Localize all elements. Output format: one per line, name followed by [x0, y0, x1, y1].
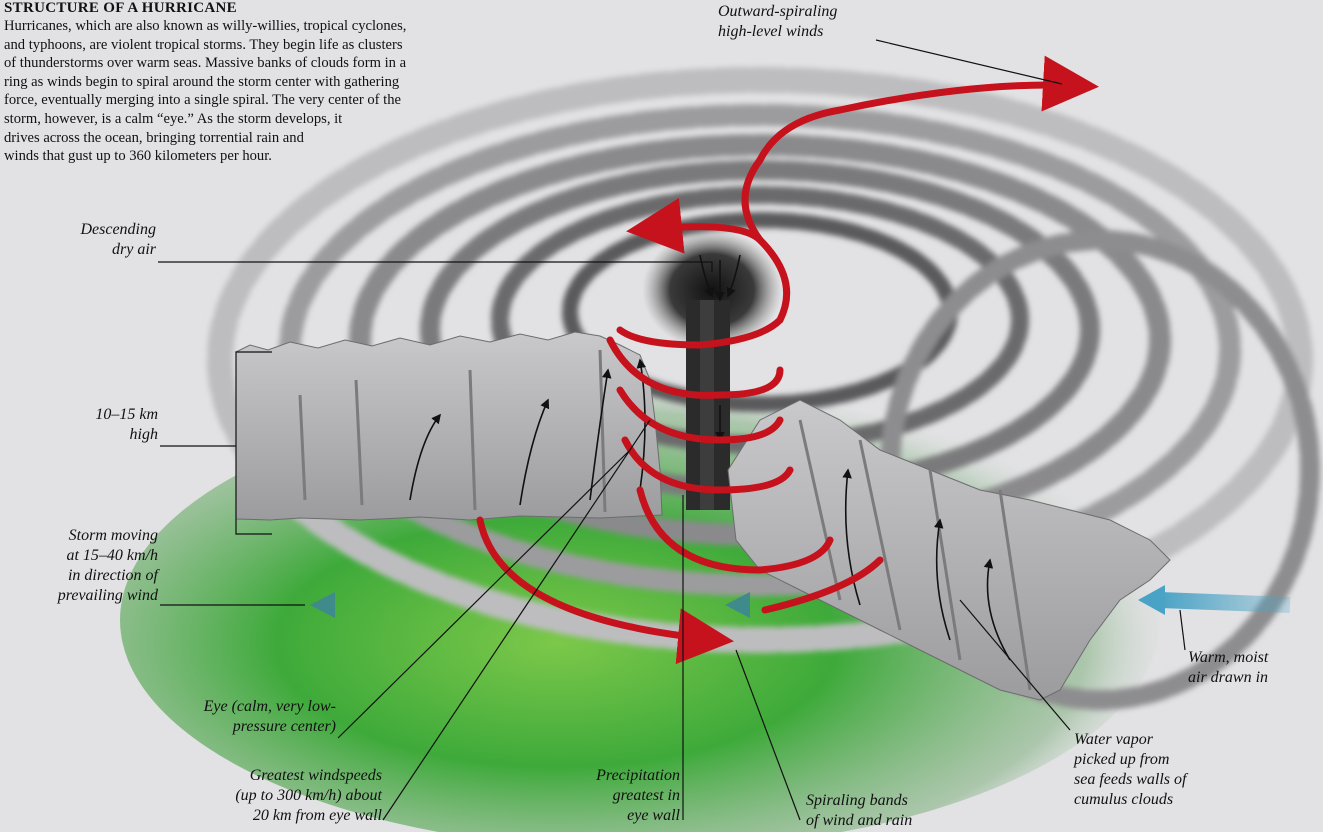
label-precipitation: Precipitation greatest in eye wall [540, 766, 680, 826]
intro-paragraph: Hurricanes, which are also known as will… [4, 17, 644, 166]
label-height: 10–15 km high [40, 405, 158, 445]
label-line: 20 km from eye wall [180, 806, 382, 826]
label-line: air drawn in [1188, 668, 1268, 688]
label-line: Spiraling bands [806, 791, 912, 811]
intro-line: winds that gust up to 360 kilometers per… [4, 147, 644, 166]
label-line: cumulus clouds [1074, 790, 1186, 810]
label-line: Descending [40, 220, 156, 240]
label-line: 10–15 km [40, 405, 158, 425]
label-line: pressure center) [130, 717, 336, 737]
label-outward-winds: Outward-spiraling high-level winds [718, 2, 837, 42]
label-eye: Eye (calm, very low- pressure center) [130, 697, 336, 737]
label-line: of wind and rain [806, 811, 912, 831]
label-line: sea feeds walls of [1074, 770, 1186, 790]
label-line: in direction of [0, 566, 158, 586]
intro-line: of thunderstorms over warm seas. Massive… [4, 54, 644, 73]
label-line: Greatest windspeeds [180, 766, 382, 786]
label-line: prevailing wind [0, 586, 158, 606]
label-line: eye wall [540, 806, 680, 826]
label-storm-moving: Storm moving at 15–40 km/h in direction … [0, 526, 158, 606]
label-line: greatest in [540, 786, 680, 806]
label-line: high-level winds [718, 22, 837, 42]
label-line: Precipitation [540, 766, 680, 786]
intro-line: drives across the ocean, bringing torren… [4, 129, 644, 148]
label-line: (up to 300 km/h) about [180, 786, 382, 806]
intro-line: and typhoons, are violent tropical storm… [4, 36, 644, 55]
intro-line: storm, however, is a calm “eye.” As the … [4, 110, 644, 129]
label-windspeeds: Greatest windspeeds (up to 300 km/h) abo… [180, 766, 382, 826]
intro-line: force, eventually merging into a single … [4, 91, 644, 110]
label-warm-air: Warm, moist air drawn in [1188, 648, 1268, 688]
warm-air-inflow-arrow [1160, 600, 1290, 605]
label-line: dry air [40, 240, 156, 260]
label-spiral-bands: Spiraling bands of wind and rain [806, 791, 912, 831]
intro-line: ring as winds begin to spiral around the… [4, 73, 644, 92]
label-line: at 15–40 km/h [0, 546, 158, 566]
label-line: Eye (calm, very low- [130, 697, 336, 717]
label-line: picked up from [1074, 750, 1186, 770]
label-line: high [40, 425, 158, 445]
label-line: Warm, moist [1188, 648, 1268, 668]
label-line: Storm moving [0, 526, 158, 546]
label-line: Water vapor [1074, 730, 1186, 750]
diagram-title: STRUCTURE OF A HURRICANE [4, 0, 237, 17]
label-line: Outward-spiraling [718, 2, 837, 22]
intro-line: Hurricanes, which are also known as will… [4, 17, 644, 36]
label-water-vapor: Water vapor picked up from sea feeds wal… [1074, 730, 1186, 810]
label-descending-air: Descending dry air [40, 220, 156, 260]
